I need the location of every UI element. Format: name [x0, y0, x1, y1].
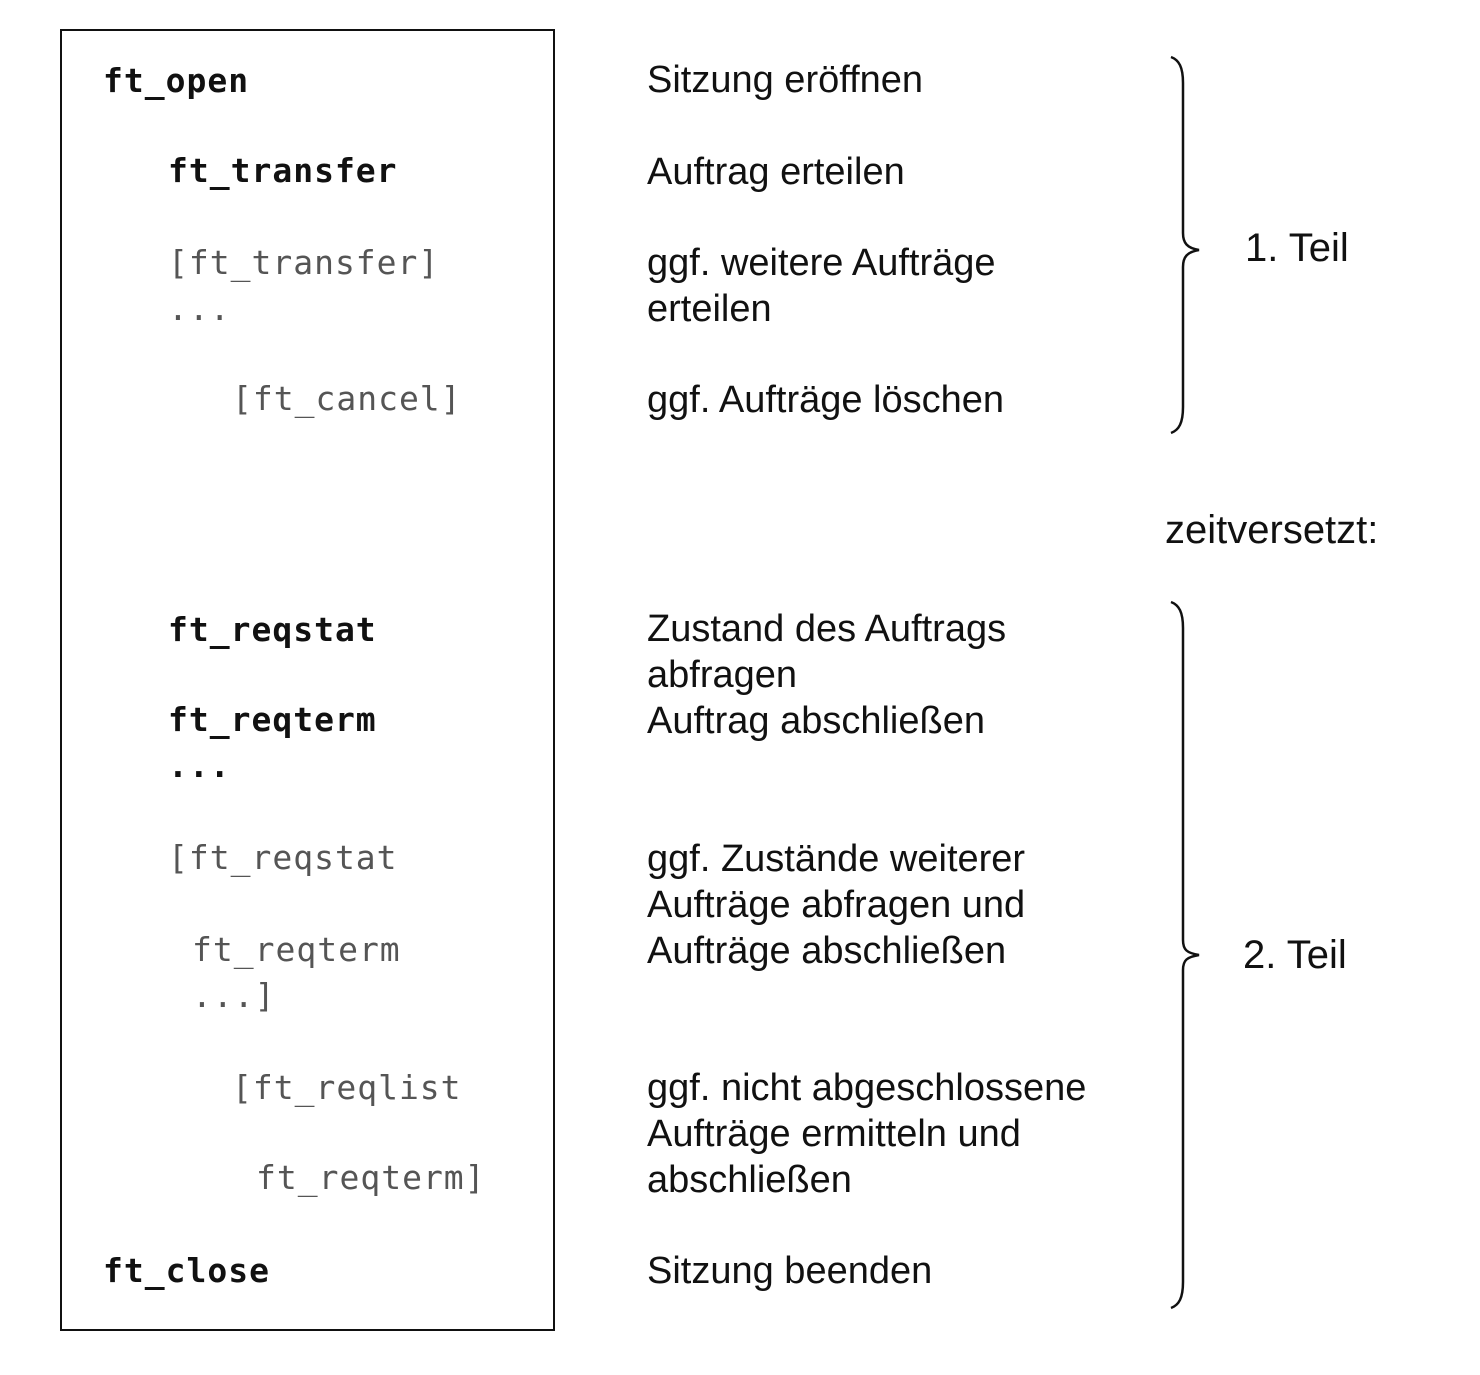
group-label-part-1: 1. Teil	[1245, 226, 1349, 270]
call-ft-transfer-optional: [ft_transfer] ...	[168, 243, 440, 328]
brace-part-2-icon	[1170, 600, 1200, 1310]
separator-label-delayed: zeitversetzt:	[1165, 508, 1379, 552]
brace-part-1-icon	[1170, 55, 1200, 435]
group-label-part-2: 2. Teil	[1243, 933, 1347, 977]
call-ft-transfer: ft_transfer	[168, 151, 398, 190]
call-ft-reqterm-optional: ft_reqterm ...]	[192, 930, 401, 1015]
call-ft-reqlist-optional: [ft_reqlist	[232, 1068, 462, 1107]
desc-submit-more-requests: ggf. weitere Aufträge erteilen	[647, 242, 996, 330]
desc-submit-request: Auftrag erteilen	[647, 151, 905, 193]
call-ft-reqstat-optional: [ft_reqstat	[168, 838, 398, 877]
desc-delete-requests: ggf. Aufträge löschen	[647, 379, 1005, 421]
call-ft-open: ft_open	[103, 61, 250, 100]
desc-list-terminate-open: ggf. nicht abgeschlossene Aufträge ermit…	[647, 1067, 1087, 1201]
api-call-sequence-box	[60, 29, 555, 1331]
call-ft-reqstat: ft_reqstat	[168, 610, 377, 649]
desc-open-session: Sitzung eröffnen	[647, 59, 924, 101]
desc-close-session: Sitzung beenden	[647, 1250, 933, 1292]
call-ft-reqterm-optional-2: ft_reqterm]	[256, 1158, 486, 1197]
call-ft-reqterm: ft_reqterm ...	[168, 700, 377, 785]
desc-query-request-status: Zustand des Auftrags abfragen	[647, 608, 1007, 696]
call-ft-cancel-optional: [ft_cancel]	[232, 379, 462, 418]
desc-terminate-request: Auftrag abschließen	[647, 700, 985, 742]
call-ft-close: ft_close	[103, 1251, 270, 1290]
desc-query-terminate-more: ggf. Zustände weiterer Aufträge abfragen…	[647, 838, 1026, 972]
